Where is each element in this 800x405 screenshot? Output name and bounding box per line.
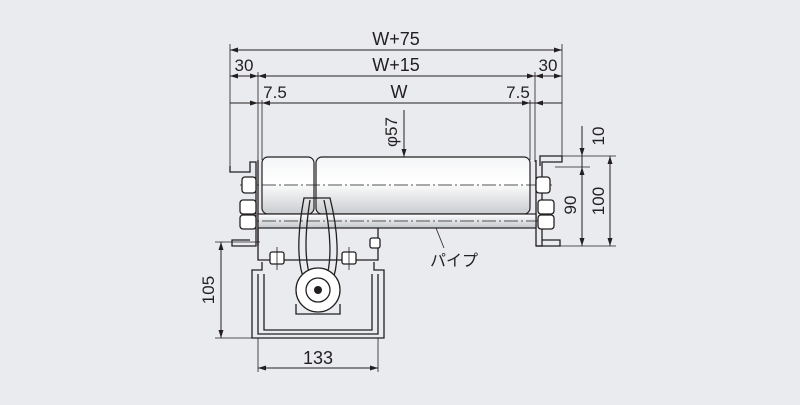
roller-left [261,156,315,215]
pipe-nut-left-bottom [239,214,257,230]
pipe-nut-right-top [537,199,555,215]
dim-side-left: 30 [235,56,254,75]
pipe-nut-right-bottom [537,214,555,230]
axle-end-right [535,176,551,194]
dim-stand-height: 105 [199,276,218,304]
dim-offset-left: 7.5 [263,83,287,102]
axle-end-left [241,176,257,194]
dim-stand-width: 133 [303,348,333,368]
pipe-nut-left-top [239,199,257,215]
stand [251,247,385,339]
roller-main [315,156,531,215]
dim-side-right: 30 [539,56,558,75]
dim-top-offset: 10 [589,127,608,146]
dim-overall-width: W+75 [372,29,420,49]
dim-roller-height: 90 [561,196,580,215]
rollers [240,156,552,215]
dim-frame-height: 100 [589,187,608,215]
dim-offset-right: 7.5 [506,83,530,102]
extension-lines [215,44,616,372]
dimension-labels: W+75 30 W+15 30 7.5 W 7.5 φ57 10 90 100 … [199,29,608,368]
dim-roller-diameter: φ57 [382,117,401,147]
pipe-label: パイプ [430,252,478,270]
dim-frame-width: W+15 [372,55,420,75]
dim-roller-width: W [391,82,408,102]
